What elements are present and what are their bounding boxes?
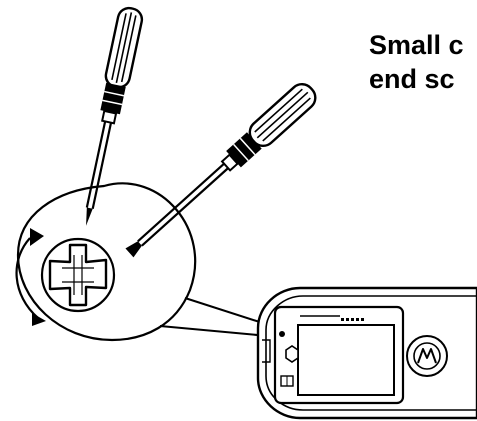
caption: Small c end sc [369,28,477,96]
rotation-arrow-icon [15,228,46,326]
phillips-screw-head-icon [40,237,116,313]
device-back-icon [256,286,477,420]
caption-line-2: end sc [369,64,455,94]
flathead-screwdriver-icon [125,83,317,258]
phillips-screwdriver-icon [85,6,144,226]
battery-contacts [341,318,364,321]
motorola-logo-icon [406,335,448,377]
caption-line-1: Small c [369,30,464,60]
magnifier-circle [16,182,197,342]
